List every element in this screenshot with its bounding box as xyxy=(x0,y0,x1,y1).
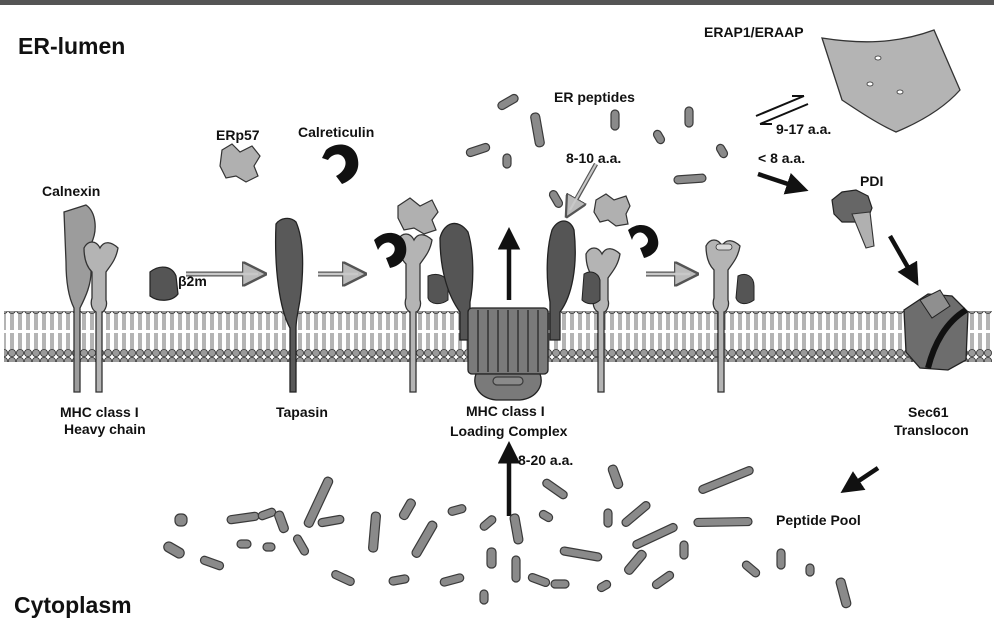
b2m-label: β2m xyxy=(178,273,207,289)
er-lumen-label: ER-lumen xyxy=(18,33,125,59)
erap1-pocket-3 xyxy=(897,90,903,94)
calreticulin-label: Calreticulin xyxy=(298,124,374,140)
top-rule xyxy=(0,0,994,5)
loading-complex-label-line1: MHC class I xyxy=(466,403,545,419)
mhc-with-chaperones xyxy=(374,198,448,392)
length-8-20-label: 8-20 a.a. xyxy=(518,452,573,468)
erp57-label: ERp57 xyxy=(216,127,260,143)
length-9-17-label: 9-17 a.a. xyxy=(776,121,831,137)
mhc-heavy-label-line2: Heavy chain xyxy=(64,421,146,437)
arrow-pdi-sec61 xyxy=(890,236,914,278)
mhc-heavy-label-line1: MHC class I xyxy=(60,404,139,420)
arrow-lt8 xyxy=(758,174,800,188)
er-peptides-label: ER peptides xyxy=(554,89,635,105)
erp57-free xyxy=(220,144,260,182)
beta2m-protein xyxy=(150,267,178,300)
loading-complex-label-line2: Loading Complex xyxy=(450,423,568,439)
tapasin-protein xyxy=(276,218,303,392)
arrow-erap-forward xyxy=(756,96,804,116)
calreticulin-free xyxy=(322,145,358,184)
pdi-label: PDI xyxy=(860,173,883,189)
sec61-translocon xyxy=(904,290,968,370)
sec61-label-line1: Sec61 xyxy=(908,404,949,420)
pdi-protein xyxy=(832,190,874,248)
sec61-label-line2: Translocon xyxy=(894,422,969,438)
mhc-with-erp57 xyxy=(582,194,658,392)
length-lt8-label: < 8 a.a. xyxy=(758,150,805,166)
erap1-enzyme xyxy=(822,30,960,132)
arrow-peptide-pool xyxy=(848,468,878,488)
erap1-pocket-1 xyxy=(875,56,881,60)
erap1-pocket-2 xyxy=(867,82,873,86)
calnexin-label: Calnexin xyxy=(42,183,100,199)
cytoplasm-label: Cytoplasm xyxy=(14,592,132,618)
erap1-label: ERAP1/ERAAP xyxy=(704,24,804,40)
length-8-10-label: 8-10 a.a. xyxy=(566,150,621,166)
peptide-pool-label: Peptide Pool xyxy=(776,512,861,528)
arrow-8-10-inner xyxy=(570,164,596,210)
calnexin-protein xyxy=(64,205,95,392)
tapasin-label: Tapasin xyxy=(276,404,328,420)
